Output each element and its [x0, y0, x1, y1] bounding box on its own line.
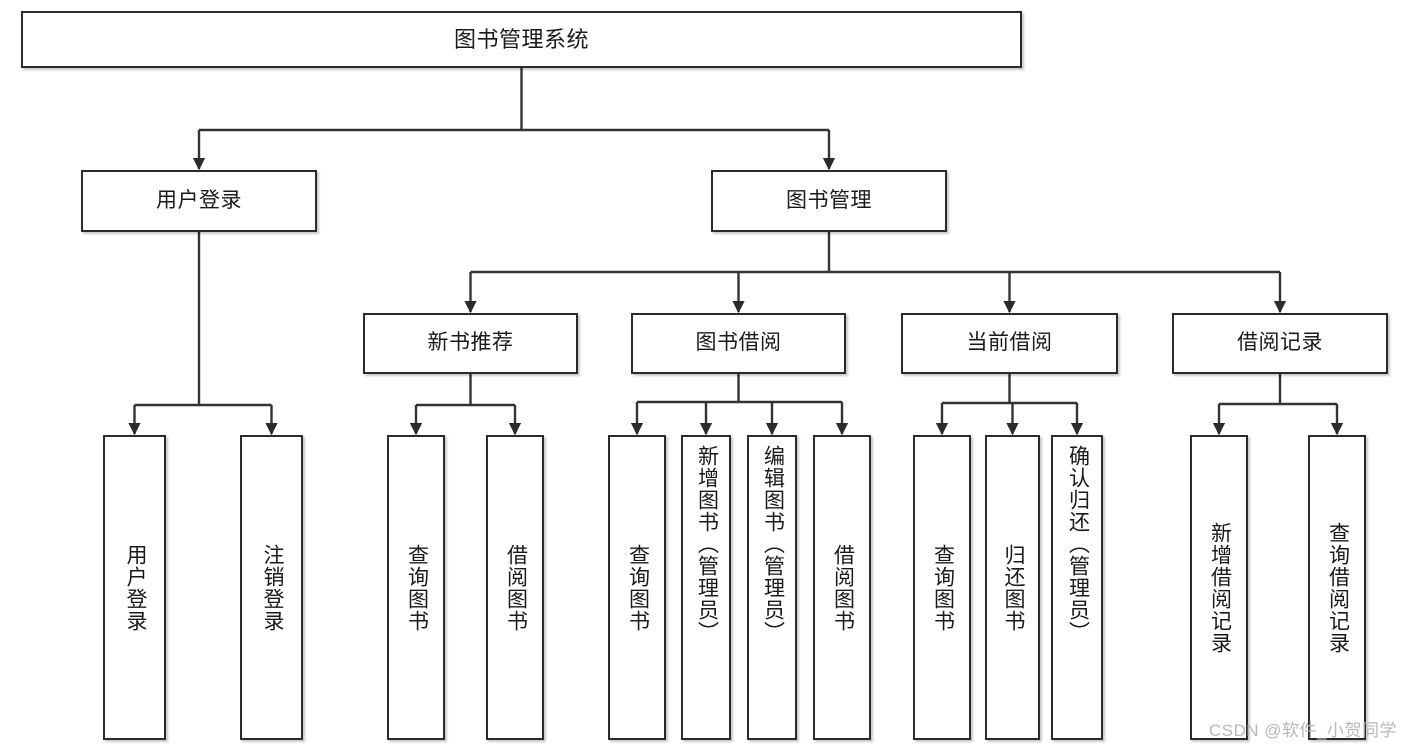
node-label: 新增图书（管理员） — [695, 445, 719, 643]
node-label: 借阅图书 — [831, 543, 855, 632]
node-label: 查询借阅记录 — [1326, 521, 1350, 654]
node-label: 编辑图书（管理员） — [761, 445, 785, 643]
node-label: 借阅图书 — [504, 543, 528, 632]
node-label: 确认归还（管理员） — [1066, 445, 1090, 643]
node-bookmgmt[interactable]: 图书管理 — [711, 170, 947, 232]
node-label: 注销登录 — [260, 543, 284, 632]
node-borrow[interactable]: 图书借阅 — [631, 313, 846, 374]
node-leaf-borrow-book-2[interactable]: 借阅图书 — [813, 435, 871, 740]
node-label: 新书推荐 — [427, 331, 514, 355]
node-label: 用户登录 — [123, 543, 147, 632]
node-label: 图书借阅 — [695, 331, 782, 355]
node-label: 图书管理系统 — [453, 26, 589, 52]
node-leaf-edit-book[interactable]: 编辑图书（管理员） — [747, 435, 797, 740]
node-label: 查询图书 — [931, 543, 955, 632]
node-label: 新增借阅记录 — [1208, 521, 1232, 654]
node-leaf-query-book-3[interactable]: 查询图书 — [913, 435, 971, 740]
node-leaf-user-login[interactable]: 用户登录 — [103, 435, 166, 740]
node-label: 查询图书 — [405, 543, 429, 632]
node-newbook[interactable]: 新书推荐 — [363, 313, 578, 374]
node-records[interactable]: 借阅记录 — [1172, 313, 1388, 374]
node-leaf-query-record[interactable]: 查询借阅记录 — [1308, 435, 1366, 740]
node-leaf-borrow-book-1[interactable]: 借阅图书 — [486, 435, 544, 740]
node-leaf-query-book-2[interactable]: 查询图书 — [608, 435, 666, 740]
node-current[interactable]: 当前借阅 — [901, 313, 1118, 374]
node-label: 当前借阅 — [966, 331, 1053, 355]
node-label: 图书管理 — [786, 188, 872, 212]
node-login[interactable]: 用户登录 — [81, 170, 317, 232]
node-leaf-query-book-1[interactable]: 查询图书 — [387, 435, 445, 740]
node-label: 用户登录 — [156, 188, 242, 212]
node-leaf-confirm-return[interactable]: 确认归还（管理员） — [1051, 435, 1103, 740]
node-leaf-return-book[interactable]: 归还图书 — [985, 435, 1040, 740]
node-leaf-user-logout[interactable]: 注销登录 — [240, 435, 303, 740]
node-label: 查询图书 — [626, 543, 650, 632]
watermark: CSDN @软件_小贺同学 — [1208, 721, 1397, 740]
node-label: 借阅记录 — [1237, 331, 1323, 355]
node-leaf-add-book[interactable]: 新增图书（管理员） — [681, 435, 731, 740]
node-leaf-add-record[interactable]: 新增借阅记录 — [1190, 435, 1248, 740]
node-root[interactable]: 图书管理系统 — [21, 11, 1022, 68]
node-label: 归还图书 — [1001, 543, 1025, 632]
